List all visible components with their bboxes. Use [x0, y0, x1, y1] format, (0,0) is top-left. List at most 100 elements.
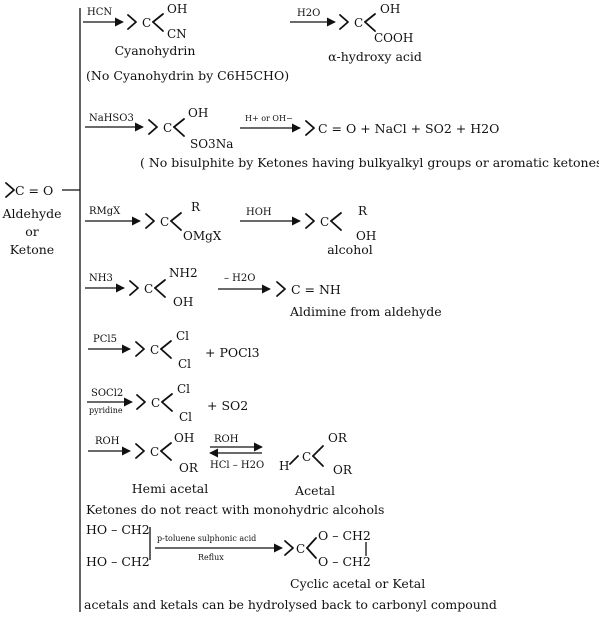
r3-oh2: OH — [356, 229, 376, 243]
bond-r6-down — [161, 401, 173, 412]
r8-name: Cyclic acetal or Ketal — [290, 576, 425, 591]
bond-r3b — [305, 213, 315, 229]
r7-c2: C — [302, 450, 311, 464]
r2-note: ( No bisulphite by Ketones having bulkya… — [140, 155, 599, 170]
row-ammonia: NH3 C NH2 OH – H2O C = NH Aldimine from … — [85, 266, 442, 319]
r2-c: C — [163, 121, 172, 135]
r1-name: Cyanohydrin — [115, 43, 196, 58]
reagent-hoh: HOH — [246, 207, 272, 218]
reactant-bond — [5, 182, 15, 198]
r5-c: C — [150, 343, 159, 357]
r4-oh: OH — [173, 295, 193, 309]
bond-r8-down — [306, 547, 317, 559]
reagent-nahso3: NaHSO3 — [89, 113, 134, 124]
r3-r2: R — [358, 204, 368, 218]
r4-c: C — [144, 282, 153, 296]
r7-or2: OR — [333, 463, 353, 477]
r8-diol1: HO – CH2 — [86, 522, 150, 537]
r2-so3na: SO3Na — [190, 137, 233, 151]
reagent-roh: ROH — [95, 436, 120, 447]
reagent-h-or-oh: H+ or OH− — [245, 114, 293, 123]
reagent-roh-2: ROH — [214, 434, 239, 445]
bond-r3 — [145, 213, 155, 229]
bond-r7-h — [289, 455, 299, 465]
bond-r1-down — [152, 21, 164, 32]
r1-cooh: COOH — [374, 31, 413, 45]
r1-c2: C — [354, 16, 363, 30]
r1-c: C — [142, 16, 151, 30]
reagent-minus-h2o: – H2O — [224, 273, 255, 284]
bond-r6 — [136, 394, 146, 410]
r6-cl2: Cl — [179, 410, 192, 424]
r5-cl2: Cl — [178, 357, 191, 371]
bond-r7-down — [160, 450, 172, 461]
r6-c: C — [151, 396, 160, 410]
bond-r7 — [135, 443, 145, 459]
reagent-socl2: SOCl2 — [91, 388, 123, 399]
reagent-reflux: Reflux — [198, 553, 224, 562]
r3-omgx: OMgX — [183, 229, 222, 243]
reactant-line3: Ketone — [10, 242, 54, 257]
bond-r4-down — [154, 287, 166, 298]
r4-name2: Aldimine from aldehyde — [289, 304, 442, 319]
bond-r7b-up — [312, 445, 324, 457]
bond-r3b-up — [330, 212, 342, 222]
row-acetal: ROH C OH OR Hemi acetal ROH HCl – H2O H … — [86, 431, 384, 517]
r8-diol2: HO – CH2 — [86, 554, 150, 569]
r7-name: Hemi acetal — [132, 481, 208, 496]
reagent-pyridine: pyridine — [89, 406, 123, 415]
bond-r8-up — [306, 537, 317, 549]
reagent-hcn: HCN — [87, 7, 112, 18]
r7-name2: Acetal — [294, 483, 335, 498]
bond-r5-down — [160, 348, 172, 359]
bond-r1-up — [152, 13, 164, 23]
bond-r4b — [276, 281, 286, 297]
r7-oh: OH — [174, 431, 194, 445]
reactant: C = O Aldehyde or Ketone — [2, 182, 61, 257]
bond-r6-up — [161, 393, 173, 403]
bond-r3-down — [170, 220, 182, 231]
r6-byproduct: + SO2 — [207, 398, 248, 413]
r3-c: C — [160, 215, 169, 229]
r1-cn: CN — [167, 27, 187, 41]
r1-name2: α-hydroxy acid — [328, 49, 422, 64]
bond-r7-up — [160, 442, 172, 452]
bond-r4-up — [154, 279, 166, 289]
bond-r1b-down — [364, 21, 376, 32]
bond-r3b-down — [330, 220, 342, 231]
reactant-formula: C = O — [15, 183, 53, 198]
r7-note: Ketones do not react with monohydric alc… — [86, 502, 384, 517]
bond-r8 — [284, 540, 294, 556]
bond-r5-up — [160, 340, 172, 350]
r8-ring2: O – CH2 — [318, 554, 371, 569]
r3-r: R — [191, 200, 201, 214]
bond-r2 — [148, 119, 158, 135]
row-pcl5: PCl5 C Cl Cl + POCl3 — [88, 329, 260, 371]
bond-r7b-down — [312, 455, 324, 467]
row-grignard: RMgX C R OMgX HOH C R OH alcohol — [85, 200, 376, 257]
r8-c: C — [296, 542, 305, 556]
r8-ring1: O – CH2 — [318, 528, 371, 543]
r3-c2: C — [320, 215, 329, 229]
row-socl2: SOCl2 pyridine C Cl Cl + SO2 — [87, 382, 248, 424]
bond-r5 — [135, 341, 145, 357]
row-cyclic-ketal: HO – CH2 HO – CH2 p-toluene sulphonic ac… — [86, 522, 425, 591]
r4-product: C = NH — [291, 282, 341, 297]
r4-nh2: NH2 — [169, 266, 198, 280]
reagent-h2o: H2O — [297, 8, 320, 19]
bond-r3-up — [170, 212, 182, 222]
footer-note: acetals and ketals can be hydrolysed bac… — [84, 597, 497, 612]
r5-byproduct: + POCl3 — [205, 345, 260, 360]
bond-r1b-up — [364, 13, 376, 23]
row-bisulphite: NaHSO3 C OH SO3Na H+ or OH− C = O + NaCl… — [85, 106, 599, 170]
reagent-ptsa: p-toluene sulphonic acid — [157, 534, 256, 543]
r7-h: H — [279, 459, 289, 473]
bond-r2-up — [173, 118, 185, 128]
r6-cl1: Cl — [177, 382, 190, 396]
reagent-pcl5: PCl5 — [93, 334, 117, 345]
bond-r2b — [305, 120, 315, 136]
bond-r1 — [127, 14, 137, 30]
bond-r4 — [129, 280, 139, 296]
